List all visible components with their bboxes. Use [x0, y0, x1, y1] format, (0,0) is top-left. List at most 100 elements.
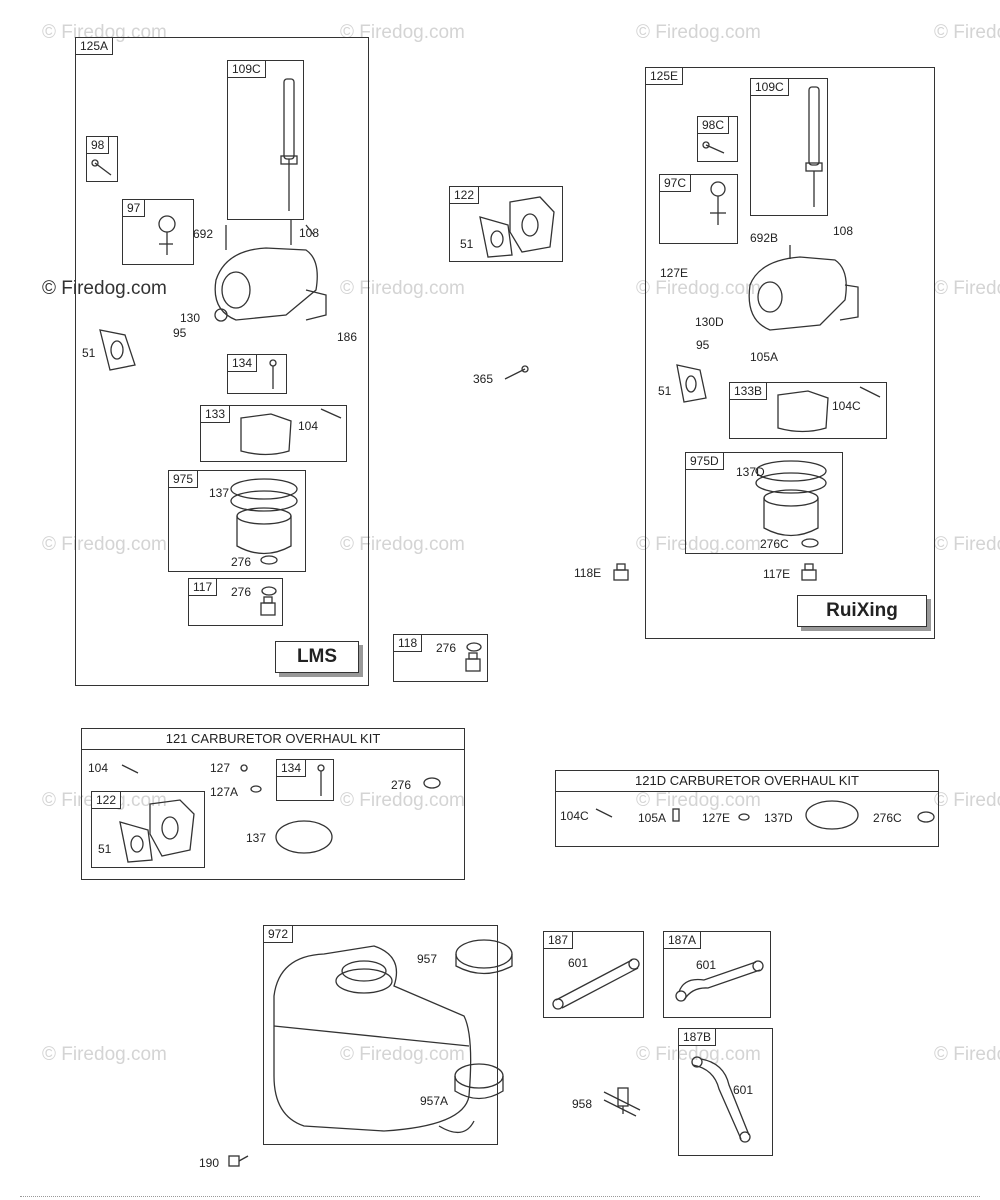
group-125A: 125A LMS — [75, 37, 369, 686]
screw-icon — [702, 141, 725, 154]
part-box-134: 134 — [227, 354, 287, 394]
part-number: 127E — [660, 266, 689, 280]
part-box-975D: 975D 137D 276C — [685, 452, 843, 554]
part-box-122: 122 51 — [449, 186, 563, 262]
watermark: © Firedog.com — [636, 278, 761, 299]
part-tag: 118 — [393, 634, 423, 652]
part-tag: 98C — [697, 116, 730, 134]
fuel-bowl-icon — [755, 460, 827, 548]
part-number: 365 — [473, 372, 494, 386]
fuel-bowl-icon — [230, 478, 298, 565]
kit-121: 121 CARBURETOR OVERHAUL KIT 104 127 127A… — [81, 728, 465, 880]
watermark: © Firedog.com — [934, 1044, 1000, 1065]
part-tag: 122 — [449, 186, 480, 204]
watermark: © Firedog.com — [934, 790, 1000, 811]
part-box-133B: 133B 104C — [729, 382, 887, 439]
float-icon — [240, 408, 342, 456]
carburetor-icon — [748, 245, 859, 331]
part-tag: 134 — [227, 354, 258, 372]
part-number: 108 — [299, 226, 320, 240]
part-tag: 187 — [543, 931, 574, 949]
part-number: 127A — [210, 785, 239, 799]
part-box-98: 98 — [86, 136, 118, 182]
screw-icon — [504, 365, 529, 380]
watermark: © Firedog.com — [340, 22, 465, 43]
part-number: 104C — [832, 399, 861, 413]
fuel-shutoff-valve-icon — [603, 1087, 641, 1117]
part-tag: 97C — [659, 174, 692, 192]
part-box-118: 118 276 — [393, 634, 488, 682]
part-number: 104C — [560, 809, 589, 823]
part-number: 104 — [298, 419, 319, 433]
page-bottom-rule — [20, 1196, 980, 1197]
part-box-133: 133 104 — [200, 405, 347, 462]
fuel-pipe-icon — [805, 86, 823, 207]
part-box-117: 117 276 — [188, 578, 283, 626]
spacer-gasket-icon — [479, 196, 555, 258]
part-number: 957 — [417, 952, 438, 966]
part-box-109C: 109C — [227, 60, 304, 220]
part-number: 51 — [98, 842, 112, 856]
fuel-pipe-icon — [280, 78, 298, 211]
part-number: 276 — [231, 585, 252, 599]
part-number: 95 — [696, 338, 710, 352]
part-tag: 133B — [729, 382, 768, 400]
part-number: 692B — [750, 231, 779, 245]
part-number: 276 — [436, 641, 457, 655]
part-number: 692 — [193, 227, 214, 241]
group-tag: 125A — [75, 37, 114, 55]
part-number: 276 — [391, 778, 412, 792]
watermark: © Firedog.com — [934, 534, 1000, 555]
part-box-97: 97 — [122, 199, 194, 265]
part-tag: 98 — [86, 136, 110, 154]
fuel-hose-icon — [691, 1056, 751, 1143]
bolt-icon — [801, 563, 817, 581]
bolt-icon — [465, 642, 482, 672]
part-number: 276C — [760, 537, 789, 551]
carburetor-icon — [214, 220, 327, 322]
gasket-icon — [99, 329, 136, 371]
brand-label: RuiXing — [797, 595, 927, 627]
part-number: 51 — [658, 384, 672, 398]
part-tag: 109C — [227, 60, 266, 78]
part-number: 276C — [873, 811, 902, 825]
part-tag: 187A — [663, 931, 702, 949]
part-number: 104 — [88, 761, 109, 775]
part-number: 601 — [696, 958, 717, 972]
kit-title: 121D CARBURETOR OVERHAUL KIT — [556, 771, 938, 792]
watermark: © Firedog.com — [340, 1044, 465, 1065]
group-tag: 125E — [645, 67, 684, 85]
part-number: 601 — [733, 1083, 754, 1097]
part-number: 601 — [568, 956, 589, 970]
part-box-187: 187 601 — [543, 931, 644, 1018]
watermark: © Firedog.com — [340, 534, 465, 555]
part-box-134: 134 — [276, 759, 334, 801]
watermark: © Firedog.com — [934, 278, 1000, 299]
spacer-gasket-icon — [119, 799, 195, 863]
watermark: © Firedog.com — [340, 790, 465, 811]
part-number: 190 — [199, 1156, 220, 1170]
valve-icon — [710, 181, 726, 225]
part-number: 127 — [210, 761, 231, 775]
part-number: 276 — [231, 555, 252, 569]
watermark: © Firedog.com — [636, 1044, 761, 1065]
part-tag: 97 — [122, 199, 146, 217]
part-number: 95 — [173, 326, 187, 340]
part-tag: 187B — [678, 1028, 717, 1046]
part-number: 105A — [750, 350, 779, 364]
valve-icon — [158, 215, 176, 255]
kit-title: 121 CARBURETOR OVERHAUL KIT — [82, 729, 464, 750]
fuel-hose-icon — [675, 960, 764, 1002]
part-number: 127E — [702, 811, 731, 825]
watermark: © Firedog.com — [934, 22, 1000, 43]
part-tag: 134 — [276, 759, 307, 777]
screw-icon — [91, 159, 112, 176]
watermark: © Firedog.com — [340, 278, 465, 299]
part-box-109C: 109C — [750, 78, 828, 216]
fuel-hose-icon — [552, 958, 640, 1010]
kit-parts-icon — [595, 800, 935, 830]
watermark: © Firedog.com — [42, 1044, 167, 1065]
part-tag: 122 — [91, 791, 122, 809]
part-number: 130 — [180, 311, 201, 325]
part-box-972: 972 957 957A — [263, 925, 513, 1145]
